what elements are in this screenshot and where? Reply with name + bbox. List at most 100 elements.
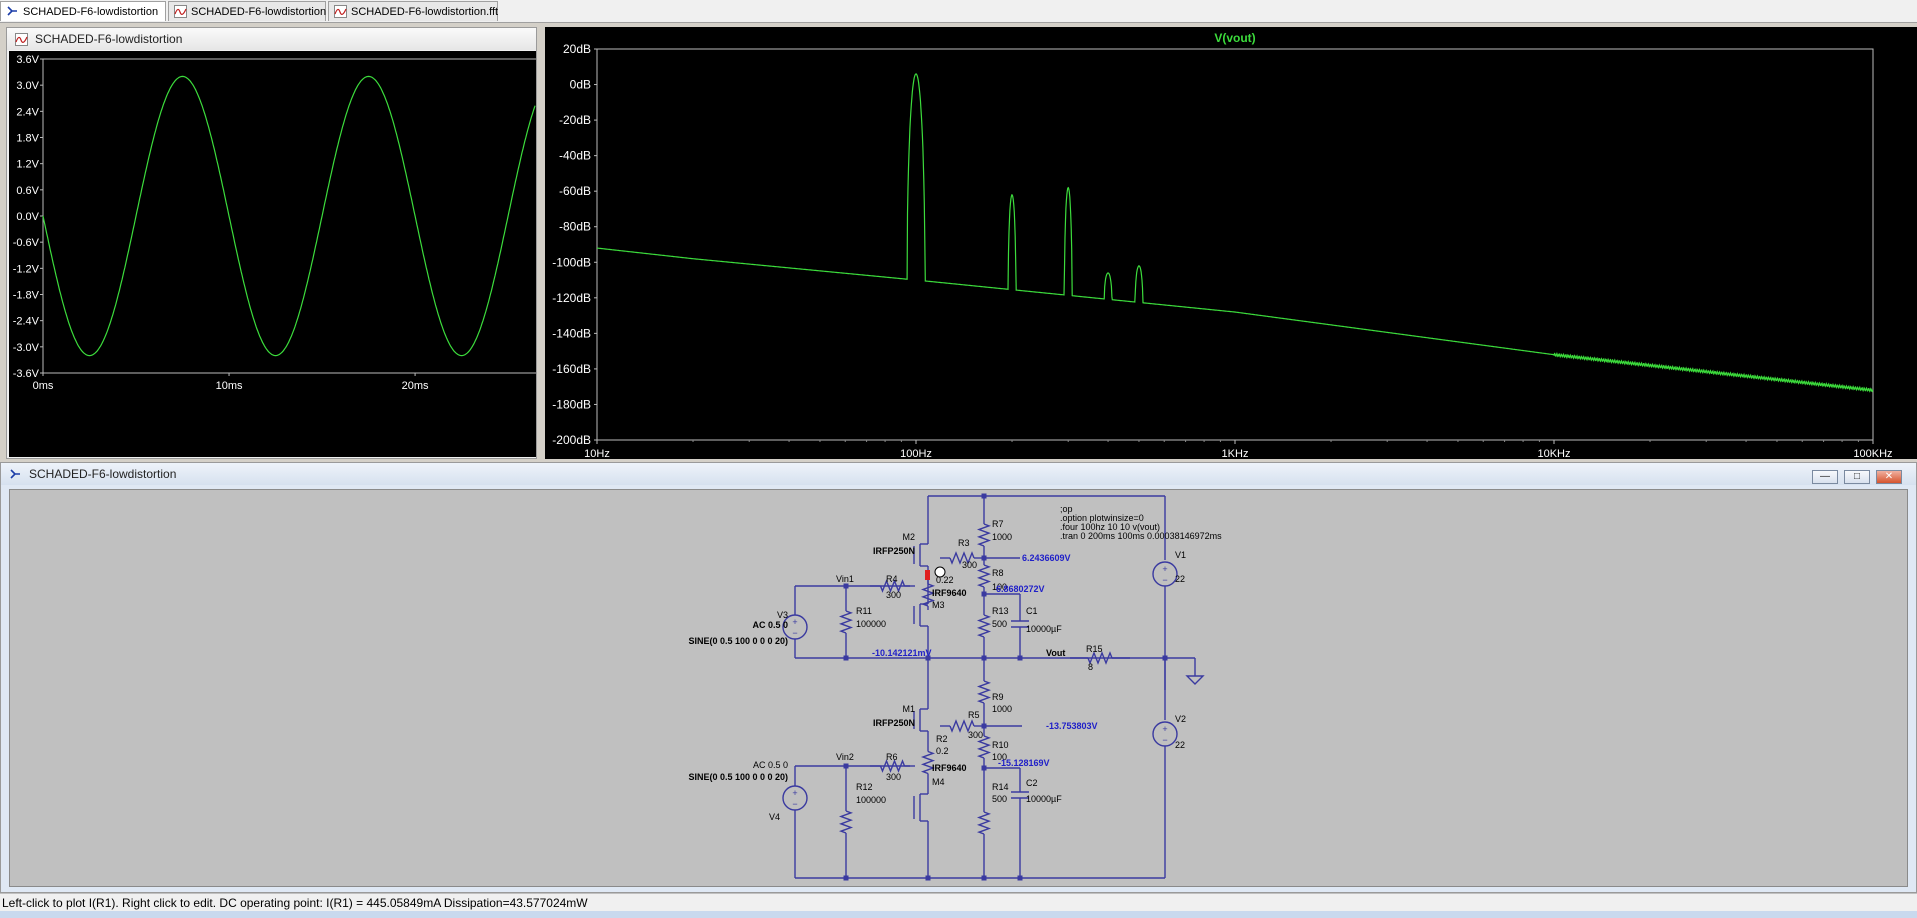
tab-schematic[interactable]: SCHADED-F6-lowdistortion: [0, 1, 166, 21]
x-tick-label: 20ms: [402, 380, 429, 392]
minus-sign: −: [792, 628, 797, 638]
component-label: M1: [902, 704, 915, 714]
component-label: R2: [936, 734, 948, 744]
component-label: 10000µF: [1026, 624, 1062, 634]
junction: [843, 875, 849, 881]
resistor-R14: [976, 811, 992, 835]
minus-sign: −: [792, 799, 797, 809]
waveform-icon: [174, 5, 187, 18]
component-label: SINE(0 0.5 100 0 0 0 20): [688, 772, 788, 782]
y-tick-label: 3.0V: [16, 80, 39, 92]
tab-bar: SCHADED-F6-lowdistortion SCHADED-F6-lowd…: [0, 0, 1917, 23]
plus-sign: +: [792, 617, 797, 627]
component-label: 100000: [856, 795, 886, 805]
x-tick-label: 0ms: [33, 380, 54, 392]
minus-sign: −: [1162, 735, 1167, 745]
y-tick-label: 3.6V: [16, 54, 39, 66]
component-label: M2: [902, 532, 915, 542]
net-label: Vout: [1046, 648, 1065, 658]
tab-label: SCHADED-F6-lowdistortion.fft: [351, 6, 499, 18]
net-label: Vin1: [836, 574, 854, 584]
component-label: R9: [992, 692, 1004, 702]
tab-label: SCHADED-F6-lowdistortion: [23, 6, 159, 18]
y-tick-label: -3.0V: [13, 342, 40, 354]
component-label: R11: [856, 606, 872, 616]
resistor-R5: [949, 719, 975, 733]
schematic-drawing[interactable]: R71000+−V122M2IRFP250NR33006.2436609VR81…: [10, 490, 1907, 886]
waveform-icon: [334, 5, 347, 18]
component-label: V1: [1175, 550, 1186, 560]
tab-fft-plot[interactable]: SCHADED-F6-lowdistortion.fft: [328, 1, 498, 21]
waveform-icon: [15, 33, 28, 46]
y-tick-label: -2.4V: [13, 316, 40, 328]
spice-directive: ;op: [1060, 504, 1073, 514]
maximize-button[interactable]: □: [1844, 470, 1870, 484]
schematic-title-bar: SCHADED-F6-lowdistortion: [1, 463, 1916, 485]
y-tick-label: 0dB: [570, 78, 591, 92]
plus-sign: +: [1162, 724, 1167, 734]
minimize-button[interactable]: —: [1812, 470, 1838, 484]
component-label: 0.2: [936, 746, 949, 756]
x-tick-label: 10Hz: [584, 448, 610, 459]
component-label: 300: [886, 772, 901, 782]
tab-label: SCHADED-F6-lowdistortion: [191, 6, 327, 18]
resistor-R6: [879, 759, 906, 773]
resistor-R10: [976, 735, 992, 759]
ground-icon: [1185, 675, 1205, 685]
component-label: 500: [992, 619, 1007, 629]
node-voltage: -13.753803V: [1046, 721, 1098, 731]
series-line: [597, 73, 1874, 393]
y-tick-label: -40dB: [559, 149, 591, 163]
schematic-title: SCHADED-F6-lowdistortion: [29, 467, 177, 481]
time-plot-chart[interactable]: 3.6V3.0V2.4V1.8V1.2V0.6V0.0V-0.6V-1.2V-1…: [9, 51, 536, 457]
node-voltage: 6.8680272V: [996, 584, 1045, 594]
component-label: R10: [992, 740, 1009, 750]
spice-directive: .four 100hz 10 10 v(vout): [1060, 522, 1160, 532]
component-label: V2: [1175, 714, 1186, 724]
time-plot-title: SCHADED-F6-lowdistortion: [35, 32, 183, 46]
spice-directive: .tran 0 200ms 100ms 0.00038146972ms: [1060, 531, 1222, 541]
y-tick-label: -20dB: [559, 113, 591, 127]
y-tick-label: -60dB: [559, 184, 591, 198]
net-label: Vin2: [836, 752, 854, 762]
resistor-R8: [976, 564, 992, 588]
spice-directive: .option plotwinsize=0: [1060, 513, 1144, 523]
component-label: R14: [992, 782, 1009, 792]
resistor-R12: [838, 810, 854, 834]
tab-time-plot[interactable]: SCHADED-F6-lowdistortion: [168, 1, 326, 21]
component-label: 22: [1175, 740, 1185, 750]
component-label: AC 0.5 0: [753, 760, 788, 770]
component-label: V3: [777, 610, 788, 620]
component-label: IRF9640: [932, 588, 967, 598]
time-plot-title-bar: SCHADED-F6-lowdistortion: [7, 28, 536, 50]
component-label: V4: [769, 812, 780, 822]
schematic-icon: [7, 6, 17, 16]
taskbar: [0, 911, 1917, 918]
component-label: 8: [1088, 662, 1093, 672]
x-tick-label: 10KHz: [1537, 448, 1570, 459]
component-label: R4: [886, 574, 898, 584]
junction: [1017, 875, 1023, 881]
component-label: IRFP250N: [873, 546, 915, 556]
y-tick-label: 20dB: [563, 42, 591, 56]
y-tick-label: 2.4V: [16, 106, 39, 118]
y-tick-label: 0.0V: [16, 211, 39, 223]
component-label: C2: [1026, 778, 1038, 788]
junction: [925, 875, 931, 881]
series-line: [42, 75, 536, 357]
close-button[interactable]: ✕: [1876, 470, 1902, 484]
component-label: R12: [856, 782, 873, 792]
y-tick-label: -100dB: [552, 255, 591, 269]
component-label: 1000: [992, 704, 1012, 714]
fft-plot-chart[interactable]: V(vout)20dB0dB-20dB-40dB-60dB-80dB-100dB…: [545, 27, 1917, 460]
resistor-R3: [949, 551, 975, 565]
plus-sign: +: [1162, 564, 1167, 574]
component-label: M3: [932, 600, 945, 610]
component-label: 0.22: [936, 575, 954, 585]
component-label: 100: [992, 752, 1007, 762]
x-tick-label: 100KHz: [1853, 448, 1892, 459]
